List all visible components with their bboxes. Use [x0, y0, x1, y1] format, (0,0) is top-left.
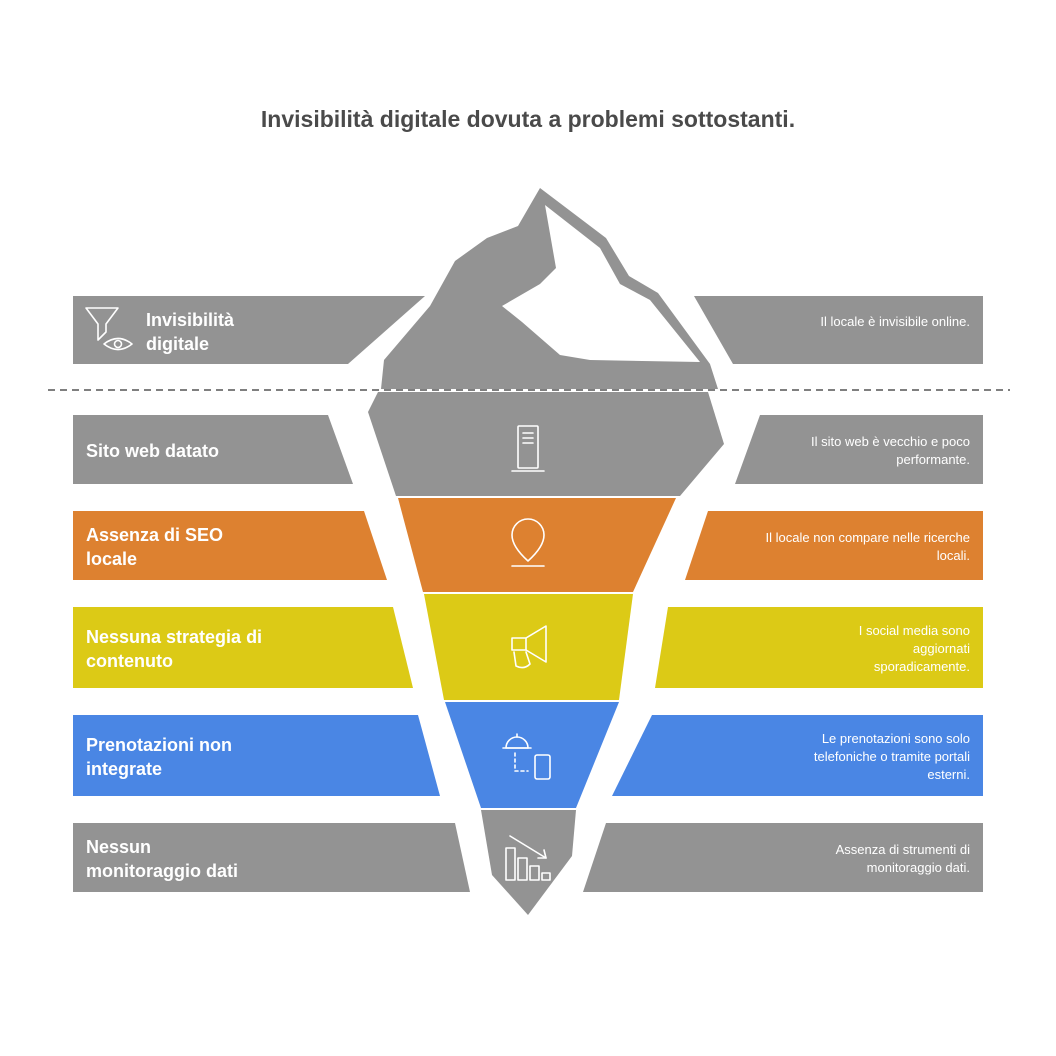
cloche-phone-icon [502, 733, 551, 780]
layer-label-5: Nessun monitoraggio dati [86, 837, 238, 881]
iceberg-snow [502, 205, 700, 362]
layer-band-2 [73, 498, 983, 592]
map-pin-icon [511, 518, 545, 567]
tip-band [73, 296, 983, 364]
tip-label: Invisibilità digitale [146, 310, 235, 354]
layer-label-4: Prenotazioni non integrate [86, 735, 232, 779]
layer-band-5 [73, 810, 983, 915]
band-right [612, 715, 983, 796]
page-title: Invisibilità digitale dovuta a problemi … [260, 106, 796, 132]
berg-segment [398, 498, 676, 592]
layer-description-3: I social media sono aggiornati sporadica… [858, 623, 970, 674]
layer-label-3: Nessuna strategia di contenuto [86, 627, 263, 671]
band-left [73, 715, 440, 796]
band-left [73, 415, 353, 484]
declining-chart-icon [505, 835, 551, 881]
berg-segment [445, 702, 619, 808]
band-right [735, 415, 983, 484]
tip-band-right [694, 296, 983, 364]
berg-segment [424, 594, 633, 700]
band-right [583, 823, 983, 892]
layer-band-1 [73, 392, 983, 496]
band-left [73, 511, 387, 580]
berg-segment [368, 392, 724, 496]
layer-description-1: Il sito web è vecchio e poco performante… [811, 434, 970, 467]
layer-description-5: Assenza di strumenti di monitoraggio dat… [835, 842, 970, 875]
band-right [685, 511, 983, 580]
band-left [73, 607, 413, 688]
funnel-eye-icon [85, 307, 133, 351]
layer-description-2: Il locale non compare nelle ricerche loc… [765, 530, 971, 563]
tip-band-left [73, 296, 425, 364]
band-right [655, 607, 983, 688]
layer-band-3 [73, 594, 983, 700]
layer-label-2: Assenza di SEO locale [86, 525, 224, 569]
layer-label-1: Sito web datato [86, 441, 220, 461]
berg-segment [481, 810, 576, 915]
server-tower-icon [511, 425, 545, 472]
megaphone-icon [511, 625, 547, 669]
tip-description: Il locale è invisibile online. [820, 314, 970, 329]
layer-description-4: Le prenotazioni sono solo telefoniche o … [813, 731, 970, 782]
band-left [73, 823, 470, 892]
layer-band-4 [73, 702, 983, 808]
